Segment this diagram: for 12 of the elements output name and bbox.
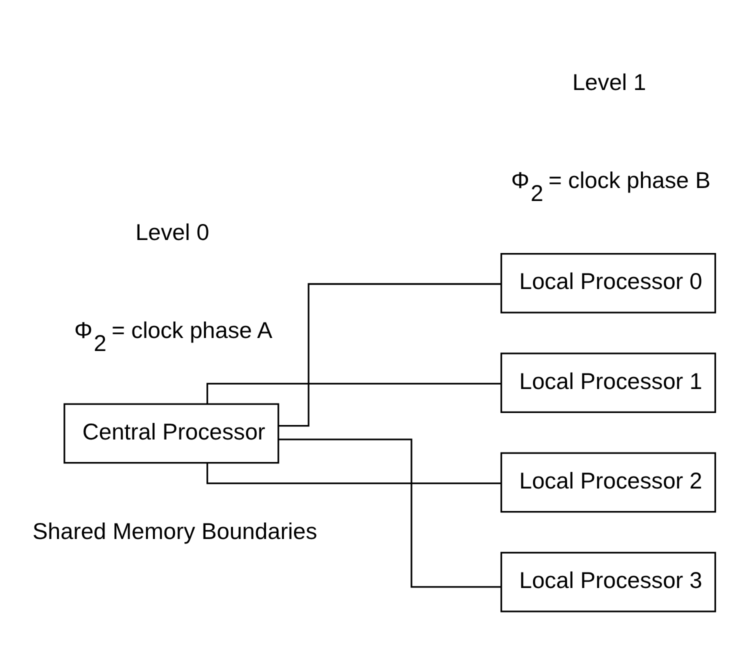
node-box: Local Processor 0 [500, 252, 716, 313]
label: Level 0 [135, 218, 210, 245]
node-box: Central Processor [64, 402, 280, 464]
connector [278, 438, 502, 588]
label: Shared Memory Boundaries [32, 518, 318, 544]
node-box: Local Processor 1 [500, 352, 716, 413]
connector [278, 282, 501, 426]
connector [206, 382, 501, 404]
node-box: Local Processor 3 [500, 551, 716, 612]
label: Level 1 [572, 68, 646, 94]
connector [206, 462, 501, 484]
node-box: Local Processor 2 [500, 452, 716, 512]
